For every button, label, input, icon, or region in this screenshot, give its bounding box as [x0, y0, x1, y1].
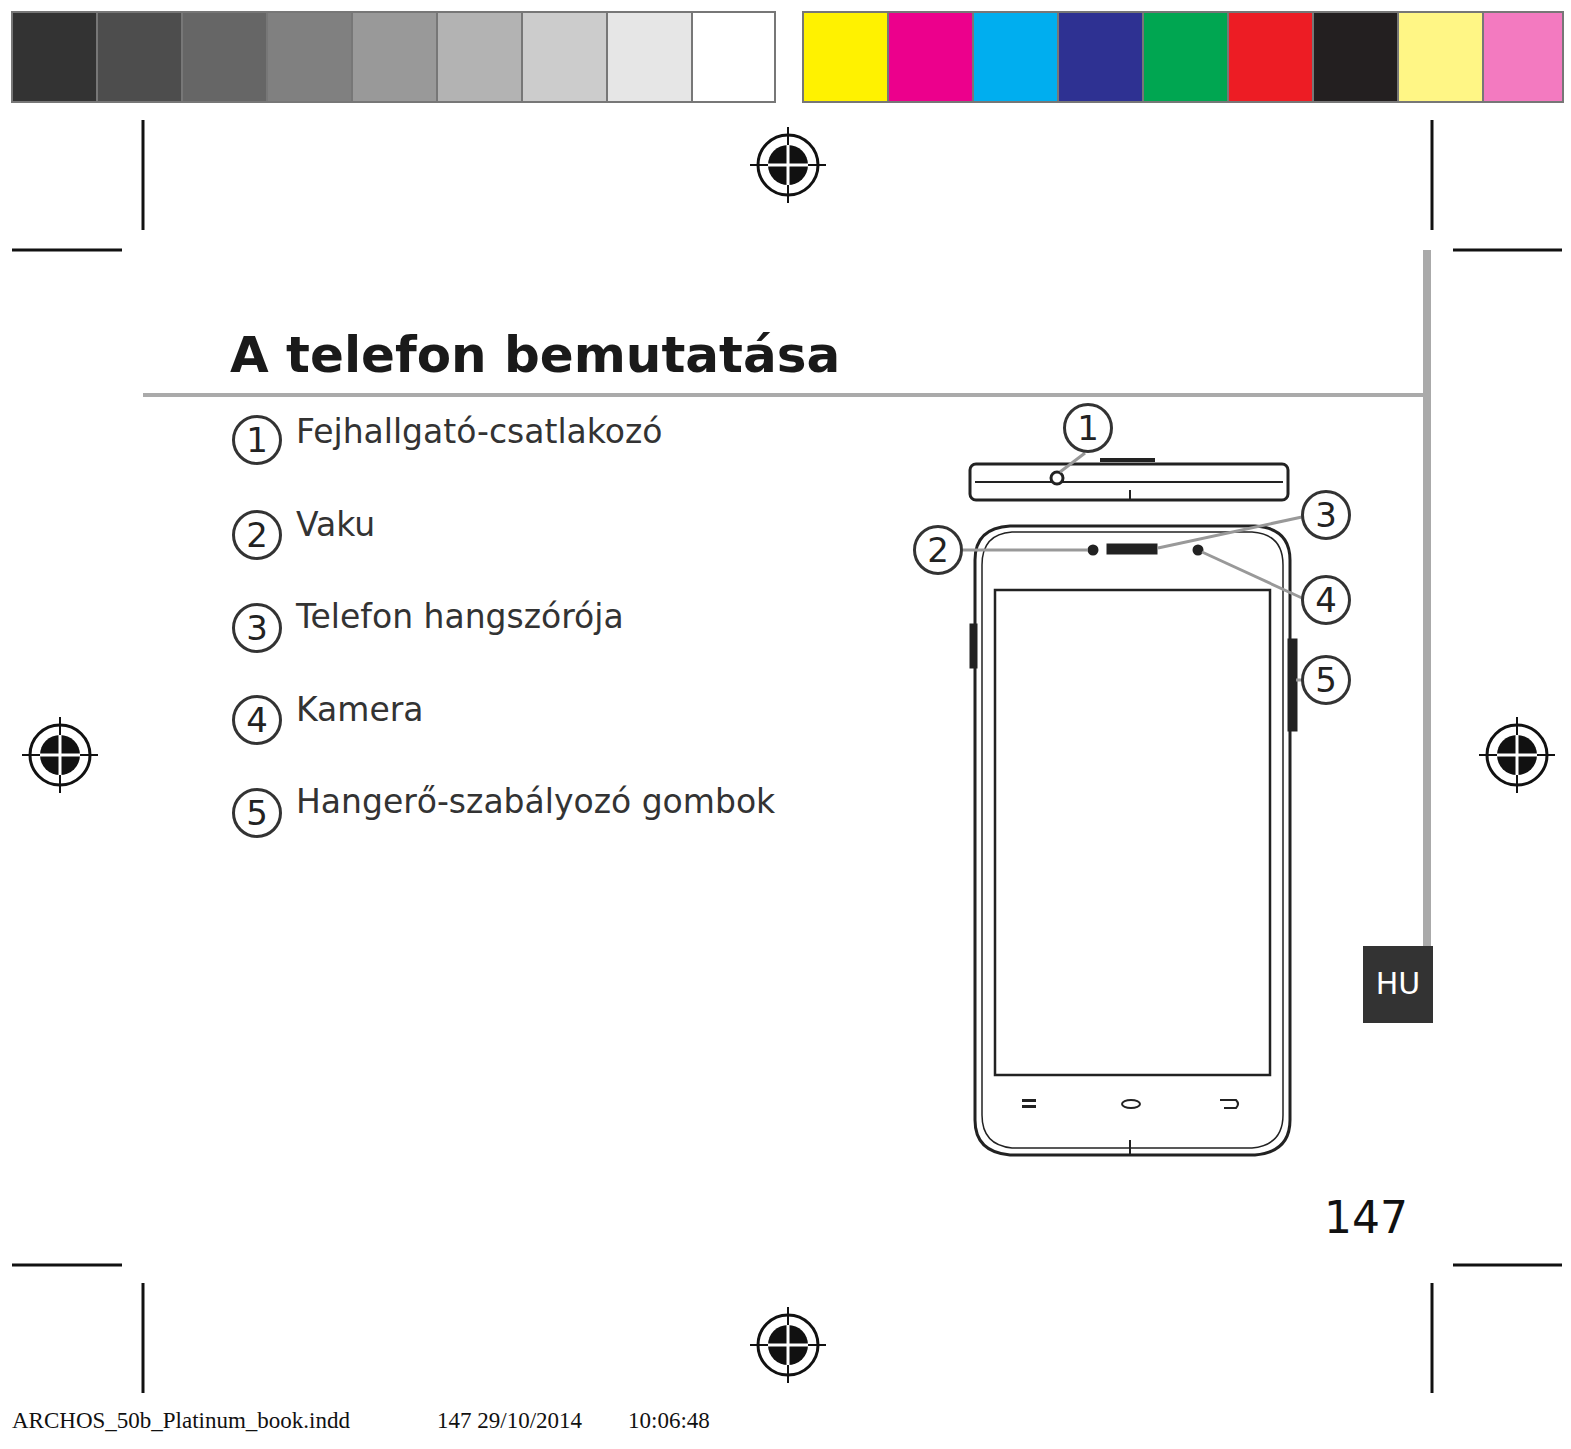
print-time: 10:06:48: [628, 1408, 710, 1434]
part-name: Kamera: [296, 690, 424, 729]
callout-number: 2: [927, 533, 949, 567]
callout-circle: 1: [232, 415, 282, 465]
crop-marks: [12, 120, 1562, 1393]
print-date: 147 29/10/2014: [437, 1408, 582, 1434]
file-name: ARCHOS_50b_Platinum_book.indd: [12, 1408, 350, 1434]
title-rule: [143, 393, 1427, 397]
callout-circle: 2: [232, 510, 282, 560]
page-title: A telefon bemutatása: [230, 326, 840, 384]
callout-number: 5: [246, 796, 268, 830]
callout-circle: 5: [1301, 655, 1351, 705]
part-name: Hangerő-szabályozó gombok: [296, 782, 775, 821]
page-number: 147: [1324, 1192, 1408, 1243]
callout-circle: 1: [1063, 403, 1113, 453]
part-name: Fejhallgató-csatlakozó: [296, 412, 662, 451]
phone-illustration: [970, 460, 1296, 1155]
callout-number: HU: [1376, 969, 1421, 999]
callout-number: 4: [246, 703, 268, 737]
callout-number: 1: [1077, 411, 1099, 445]
colour-bar: [803, 12, 1563, 102]
registration-marks: [22, 127, 1555, 1383]
callout-number: 1: [246, 423, 268, 457]
callout-circle: 2: [913, 525, 963, 575]
callout-number: 3: [1315, 498, 1337, 532]
callout-circle: 4: [1301, 575, 1351, 625]
part-name: Vaku: [296, 505, 375, 544]
side-rule: [1423, 250, 1431, 948]
callout-circle: 4: [232, 695, 282, 745]
part-name: Telefon hangszórója: [296, 597, 624, 636]
callout-circle: 5: [232, 788, 282, 838]
callout-number: 5: [1315, 663, 1337, 697]
callout-number: 3: [246, 611, 268, 645]
leader-lines: [963, 453, 1302, 680]
grey-bar: [12, 12, 775, 102]
callout-circle: 3: [1301, 490, 1351, 540]
language-tab: HU: [1363, 946, 1433, 1023]
callout-number: 4: [1315, 583, 1337, 617]
callout-number: 2: [246, 518, 268, 552]
callout-circle: 3: [232, 603, 282, 653]
